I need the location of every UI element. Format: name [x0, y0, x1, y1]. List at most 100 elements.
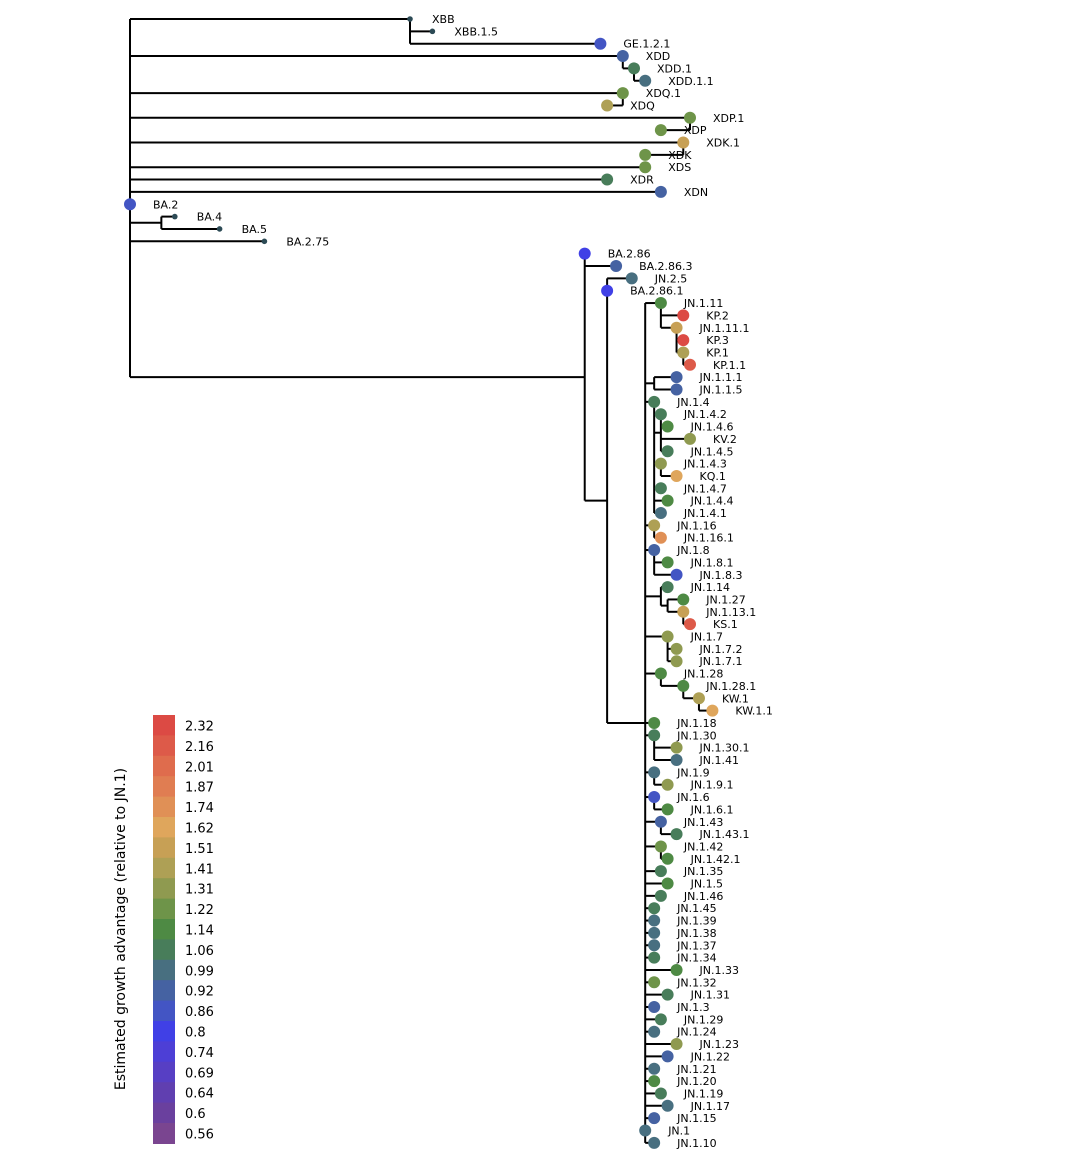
- node-marker: [654, 1087, 667, 1100]
- node-label: JN.1.32: [676, 976, 716, 989]
- colorbar-tick-label: 1.22: [185, 903, 214, 918]
- colorbar-swatch: [153, 898, 175, 920]
- node-label: XDQ.1: [646, 87, 681, 100]
- node-marker: [601, 284, 614, 297]
- colorbar-tick-label: 0.56: [185, 1128, 214, 1143]
- node-marker: [648, 951, 661, 964]
- colorbar-swatch: [153, 980, 175, 1002]
- node-marker: [616, 50, 629, 63]
- node-label: JN.1.3: [676, 1001, 709, 1014]
- node-label: KP.3: [706, 334, 729, 347]
- colorbar-swatch: [153, 857, 175, 879]
- colorbar-swatch: [153, 1000, 175, 1022]
- node-marker: [661, 420, 674, 433]
- node-label: JN.1: [667, 1125, 690, 1138]
- node-marker: [661, 852, 674, 865]
- node-marker: [661, 1050, 674, 1063]
- node-label: JN.1.27: [705, 593, 745, 606]
- node-marker: [692, 692, 705, 705]
- node-marker: [648, 914, 661, 927]
- node-marker: [654, 865, 667, 878]
- node-marker: [407, 16, 413, 22]
- node-marker: [654, 297, 667, 310]
- node-label: JN.1.8: [676, 544, 709, 557]
- node-marker: [648, 729, 661, 742]
- node-label: JN.1.6: [676, 791, 709, 804]
- node-label: JN.1.28: [683, 668, 723, 681]
- node-label: JN.1.4.3: [683, 458, 727, 471]
- node-marker: [654, 531, 667, 544]
- node-label: XDN: [684, 186, 708, 199]
- node-marker: [648, 1075, 661, 1088]
- node-label: JN.1.38: [676, 927, 716, 940]
- colorbar-tick-label: 0.99: [185, 964, 214, 979]
- node-label: JN.1.18: [676, 717, 716, 730]
- node-marker: [661, 877, 674, 890]
- node-marker: [661, 556, 674, 569]
- node-label: JN.1.14: [690, 581, 730, 594]
- colorbar-swatch: [153, 959, 175, 981]
- colorbar-tick-label: 1.87: [185, 781, 214, 796]
- node-marker: [670, 1038, 683, 1051]
- node-marker: [648, 716, 661, 729]
- colorbar-tick-label: 0.6: [185, 1107, 206, 1122]
- node-label: XDR: [630, 174, 654, 187]
- node-marker: [172, 213, 178, 220]
- node-label: BA.2.86.3: [639, 260, 692, 273]
- node-marker: [677, 593, 690, 606]
- colorbar-swatch: [153, 1041, 175, 1063]
- node-label: JN.1.7.1: [699, 655, 743, 668]
- node-marker: [648, 519, 661, 532]
- colorbar-swatch: [153, 1123, 175, 1144]
- node-marker: [654, 185, 667, 198]
- colorbar-tick-label: 0.64: [185, 1087, 214, 1102]
- node-marker: [654, 507, 667, 519]
- node-label: JN.1.45: [676, 902, 716, 915]
- node-marker: [661, 581, 674, 594]
- node-label: JN.1.41: [699, 754, 739, 767]
- colorbar-swatch: [153, 1102, 175, 1124]
- node-label: JN.1.4.1: [683, 507, 727, 520]
- node-marker: [654, 457, 667, 470]
- node-label: XDD.1: [657, 62, 692, 75]
- node-label: XBB: [432, 13, 455, 26]
- colorbar-swatches: [153, 715, 175, 1144]
- node-label: JN.1.8.3: [699, 569, 743, 582]
- node-label: JN.1.10: [676, 1137, 716, 1150]
- node-marker: [639, 74, 652, 87]
- colorbar-tick-label: 0.92: [185, 985, 214, 1000]
- node-marker: [661, 630, 674, 643]
- colorbar-swatch: [153, 1021, 175, 1042]
- node-label: JN.1.34: [676, 952, 716, 965]
- node-label: JN.1.9: [676, 766, 709, 779]
- node-marker: [670, 383, 683, 396]
- colorbar-title: Estimated growth advantage (relative to …: [113, 768, 129, 1090]
- node-marker: [654, 124, 667, 137]
- node-label: KS.1: [713, 618, 738, 631]
- node-label: JN.1.29: [683, 1013, 723, 1026]
- node-label: KV.2: [713, 433, 737, 446]
- node-label: KP.1: [706, 346, 729, 359]
- node-label: JN.1.30: [676, 729, 716, 742]
- node-label: JN.1.35: [683, 865, 723, 878]
- node-label: JN.1.4.6: [690, 421, 734, 434]
- node-label: XDP.1: [713, 112, 744, 125]
- colorbar-swatch: [153, 939, 175, 961]
- node-marker: [429, 28, 436, 35]
- node-marker: [670, 963, 683, 976]
- node-label: XDK: [668, 149, 692, 162]
- node-marker: [639, 1124, 652, 1137]
- tree-nodes: XBBXBB.1.5GE.1.2.1XDDXDD.1XDD.1.1XDQ.1XD…: [124, 13, 773, 1150]
- colorbar-swatch: [153, 919, 175, 940]
- colorbar-swatch: [153, 796, 175, 818]
- node-label: JN.1.1.1: [699, 371, 743, 384]
- node-marker: [654, 482, 667, 495]
- node-label: JN.1.4.2: [683, 408, 727, 421]
- node-label: KW.1.1: [735, 705, 772, 718]
- node-marker: [648, 902, 661, 915]
- node-marker: [677, 136, 690, 149]
- colorbar-swatch: [153, 715, 175, 736]
- node-marker: [684, 111, 696, 124]
- colorbar-tick-label: 1.31: [185, 883, 214, 898]
- node-marker: [670, 828, 683, 841]
